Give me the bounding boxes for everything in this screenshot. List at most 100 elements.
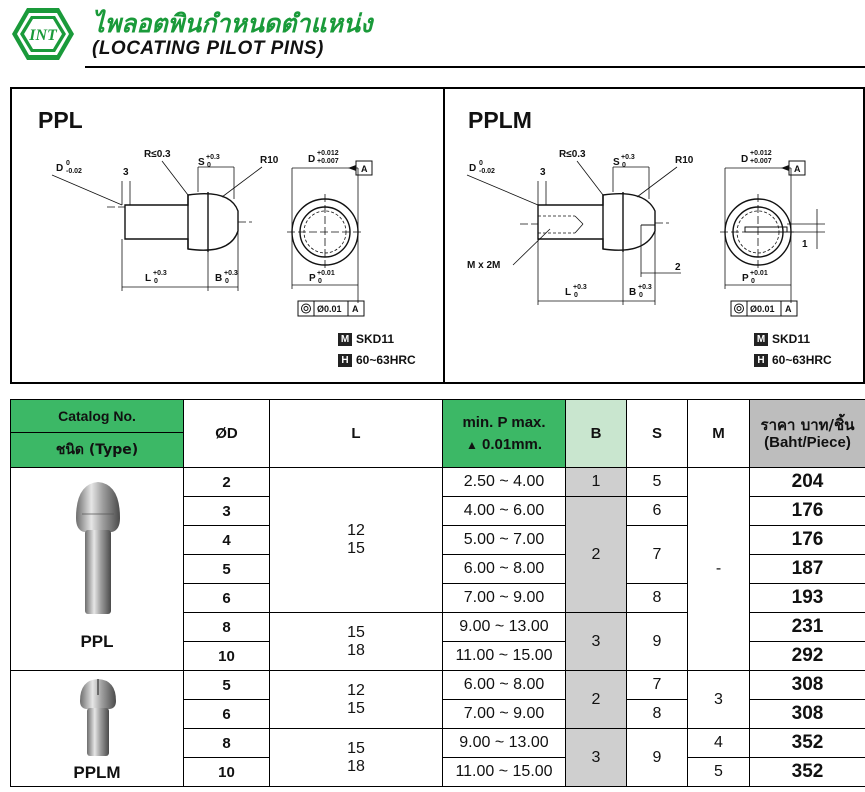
type-cell-ppl: PPL bbox=[10, 467, 184, 671]
cell-l-ppl-large: 15 18 bbox=[269, 612, 443, 671]
cell-m: 4 bbox=[687, 728, 750, 758]
svg-text:D: D bbox=[308, 154, 315, 165]
cell-p: 6.00 ~ 8.00 bbox=[442, 554, 566, 584]
cell-s: 5 bbox=[626, 467, 688, 497]
pplm-drawing-title: PPLM bbox=[468, 107, 532, 133]
cell-b: 3 bbox=[565, 728, 627, 787]
svg-text:+0.007: +0.007 bbox=[317, 158, 339, 165]
svg-text:R≤0.3: R≤0.3 bbox=[559, 149, 586, 160]
svg-text:R≤0.3: R≤0.3 bbox=[144, 149, 171, 160]
svg-text:+0.01: +0.01 bbox=[317, 270, 335, 277]
svg-text:D: D bbox=[56, 163, 63, 174]
cell-p: 9.00 ~ 13.00 bbox=[442, 612, 566, 642]
type-cell-pplm: PPLM bbox=[10, 670, 184, 787]
svg-text:D: D bbox=[741, 154, 748, 165]
page-title-thai: ไพลอตพินกำหนดตำแหน่ง bbox=[92, 9, 373, 38]
svg-text:+0.012: +0.012 bbox=[317, 150, 339, 157]
svg-text:0: 0 bbox=[479, 160, 483, 167]
svg-text:-0.02: -0.02 bbox=[66, 168, 82, 175]
svg-text:R10: R10 bbox=[260, 155, 279, 166]
svg-text:0: 0 bbox=[751, 278, 755, 285]
svg-text:L: L bbox=[565, 287, 571, 298]
svg-text:B: B bbox=[215, 273, 222, 284]
header-m: M bbox=[687, 399, 750, 468]
svg-text:+0.3: +0.3 bbox=[621, 154, 635, 161]
cell-d: 5 bbox=[183, 554, 270, 584]
drawings-divider bbox=[443, 89, 445, 382]
svg-text:+0.3: +0.3 bbox=[153, 270, 167, 277]
svg-text:S: S bbox=[613, 157, 620, 168]
svg-text:2: 2 bbox=[675, 262, 681, 273]
cell-d: 2 bbox=[183, 467, 270, 497]
cell-m: 3 bbox=[687, 670, 750, 729]
pplm-material: M SKD11 bbox=[754, 332, 810, 346]
cell-p: 2.50 ~ 4.00 bbox=[442, 467, 566, 497]
header-length: L bbox=[269, 399, 443, 468]
svg-text:+0.3: +0.3 bbox=[638, 284, 652, 291]
cell-s: 8 bbox=[626, 583, 688, 613]
svg-text:-0.02: -0.02 bbox=[479, 168, 495, 175]
cell-s: 9 bbox=[626, 612, 688, 671]
page-title-english: (LOCATING PILOT PINS) bbox=[92, 38, 324, 59]
cell-l-pplm-small: 12 15 bbox=[269, 670, 443, 729]
svg-text:S: S bbox=[198, 157, 205, 168]
ppl-hardness: H 60~63HRC bbox=[338, 353, 416, 367]
cell-s: 7 bbox=[626, 525, 688, 584]
cell-m-ppl: - bbox=[687, 467, 750, 671]
svg-text:Ø0.01: Ø0.01 bbox=[317, 304, 342, 314]
ppl-drawing-title: PPL bbox=[38, 107, 83, 133]
cell-p: 6.00 ~ 8.00 bbox=[442, 670, 566, 700]
up-arrow-icon: ▲ bbox=[465, 437, 478, 452]
svg-text:0: 0 bbox=[225, 278, 229, 285]
table-row: PPL 2 12 15 2.50 ~ 4.00 1 5 - 204 bbox=[10, 467, 865, 671]
svg-text:0: 0 bbox=[207, 162, 211, 169]
cell-p: 7.00 ~ 9.00 bbox=[442, 583, 566, 613]
table-row: 6 7.00 ~ 9.00 8 308 bbox=[11, 699, 865, 729]
cell-s: 9 bbox=[626, 728, 688, 787]
svg-text:D: D bbox=[469, 163, 476, 174]
svg-text:3: 3 bbox=[123, 167, 129, 178]
cell-p: 7.00 ~ 9.00 bbox=[442, 699, 566, 729]
drawings-panel: PPL PPLM bbox=[10, 87, 865, 384]
catalog-table: Catalog No. ชนิด (Type) ØD L min. P max.… bbox=[10, 399, 865, 787]
cell-b: 1 bbox=[565, 467, 627, 497]
cell-price: 308 bbox=[749, 699, 865, 729]
cell-price: 176 bbox=[749, 525, 865, 555]
cell-l-pplm-large: 15 18 bbox=[269, 728, 443, 787]
cell-l-ppl-small: 12 15 bbox=[269, 467, 443, 613]
svg-text:A: A bbox=[794, 164, 801, 174]
cell-d: 3 bbox=[183, 496, 270, 526]
ppl-technical-drawing: D 0 -0.02 3 R≤0.3 S +0.3 0 R10 L +0.3 0 … bbox=[51, 149, 373, 317]
svg-text:INT: INT bbox=[28, 27, 58, 44]
cell-price: 352 bbox=[749, 728, 865, 758]
cell-p: 5.00 ~ 7.00 bbox=[442, 525, 566, 555]
cell-price: 308 bbox=[749, 670, 865, 700]
svg-text:0: 0 bbox=[154, 278, 158, 285]
cell-price: 231 bbox=[749, 612, 865, 642]
cell-m: 5 bbox=[687, 757, 750, 787]
cell-d: 10 bbox=[183, 641, 270, 671]
cell-d: 6 bbox=[183, 583, 270, 613]
type-label-ppl: PPL bbox=[80, 632, 114, 651]
cell-p: 11.00 ~ 15.00 bbox=[442, 641, 566, 671]
cell-p: 9.00 ~ 13.00 bbox=[442, 728, 566, 758]
table-row: 8 15 18 9.00 ~ 13.00 3 9 4 352 bbox=[11, 728, 865, 787]
header-type: ชนิด (Type) bbox=[55, 442, 139, 458]
svg-text:1: 1 bbox=[802, 239, 808, 250]
cell-price: 187 bbox=[749, 554, 865, 584]
hardness-icon: H bbox=[338, 353, 352, 367]
cell-d: 5 bbox=[183, 670, 270, 700]
svg-text:A: A bbox=[352, 304, 359, 314]
header-diameter: ØD bbox=[183, 399, 270, 468]
table-row: 4 5.00 ~ 7.00 7 176 bbox=[11, 525, 865, 584]
table-row: 3 4.00 ~ 6.00 2 6 176 bbox=[11, 496, 865, 613]
cell-d: 8 bbox=[183, 728, 270, 758]
svg-text:0: 0 bbox=[639, 292, 643, 299]
cell-s: 7 bbox=[626, 670, 688, 700]
material-icon: M bbox=[754, 332, 768, 346]
cell-s: 6 bbox=[626, 496, 688, 526]
header-catalog-type: Catalog No. ชนิด (Type) bbox=[10, 399, 184, 468]
header-b: B bbox=[565, 399, 627, 468]
svg-text:+0.012: +0.012 bbox=[750, 150, 772, 157]
svg-text:0: 0 bbox=[574, 292, 578, 299]
